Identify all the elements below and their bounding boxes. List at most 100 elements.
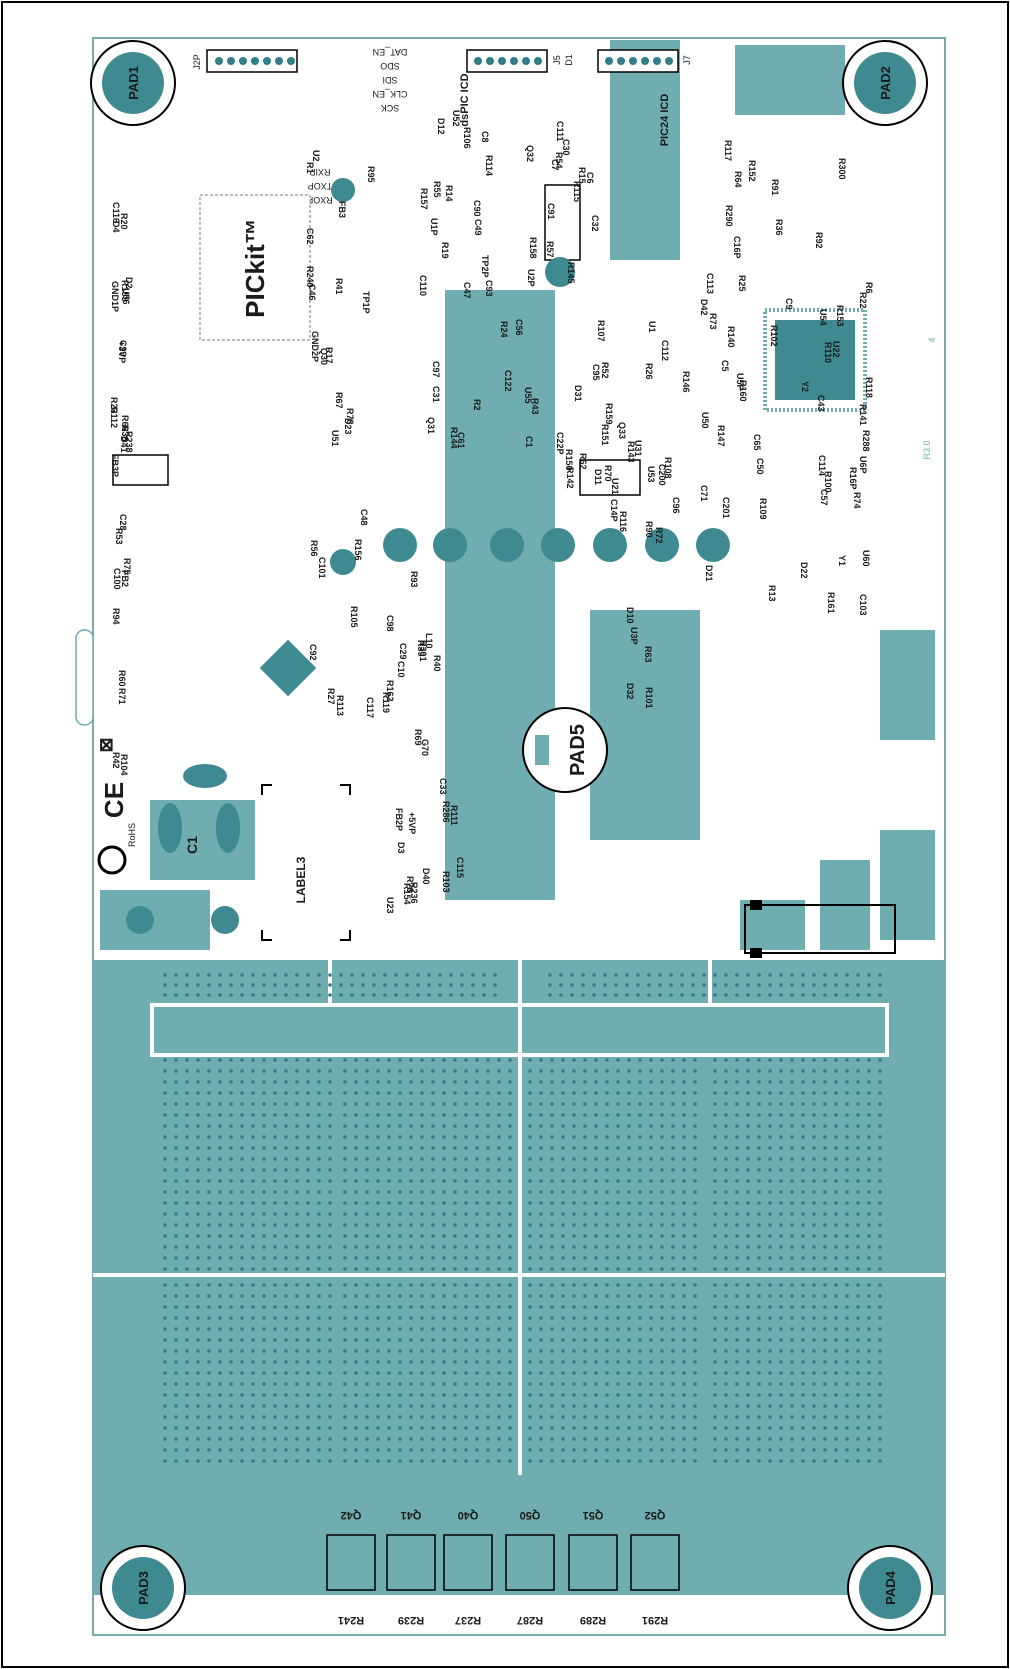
proto-hole: [790, 1426, 794, 1430]
proto-hole: [757, 1283, 761, 1287]
proto-hole: [790, 1316, 794, 1320]
proto-hole: [572, 1179, 576, 1183]
proto-hole: [660, 1338, 664, 1342]
proto-hole: [812, 1179, 816, 1183]
proto-hole: [163, 1113, 167, 1117]
proto-hole: [724, 1459, 728, 1463]
proto-hole: [713, 1069, 717, 1073]
proto-hole: [196, 1349, 200, 1353]
proto-hole: [387, 1448, 391, 1452]
proto-hole: [174, 1234, 178, 1238]
proto-hole: [306, 1102, 310, 1106]
component-designator: R290: [724, 205, 734, 227]
proto-hole: [539, 1316, 543, 1320]
proto-hole: [387, 1382, 391, 1386]
proto-hole: [572, 1091, 576, 1095]
proto-hole: [295, 1404, 299, 1408]
proto-hole: [486, 1223, 490, 1227]
proto-hole: [207, 1267, 211, 1271]
proto-hole: [550, 1459, 554, 1463]
proto-hole: [539, 1190, 543, 1194]
proto-hole: [409, 1327, 413, 1331]
proto-hole: [453, 1201, 457, 1205]
proto-hole: [671, 1459, 675, 1463]
proto-hole: [539, 1327, 543, 1331]
proto-hole: [812, 1135, 816, 1139]
proto-hole: [306, 1283, 310, 1287]
proto-hole: [398, 1426, 402, 1430]
proto-hole: [464, 1091, 468, 1095]
proto-hole: [539, 1294, 543, 1298]
proto-hole: [273, 983, 277, 987]
proto-hole: [343, 1124, 347, 1128]
proto-hole: [398, 1201, 402, 1205]
proto-hole: [834, 1069, 838, 1073]
proto-hole: [594, 1058, 598, 1062]
proto-hole: [779, 1360, 783, 1364]
proto-hole: [724, 1415, 728, 1419]
component-designator: C1: [524, 436, 534, 448]
proto-hole: [475, 1124, 479, 1128]
proto-hole: [398, 1245, 402, 1249]
component-designator: R240: [305, 266, 315, 288]
proto-hole: [583, 1146, 587, 1150]
proto-hole: [735, 1124, 739, 1128]
proto-hole: [482, 973, 486, 977]
proto-hole: [790, 1080, 794, 1084]
component-designator: R23: [109, 397, 119, 414]
proto-hole: [693, 1283, 697, 1287]
proto-hole: [616, 1179, 620, 1183]
proto-hole: [649, 1146, 653, 1150]
weee-icon: ⊠: [96, 737, 116, 752]
proto-hole: [801, 1069, 805, 1073]
proto-hole: [420, 1179, 424, 1183]
proto-hole: [365, 1382, 369, 1386]
proto-hole: [724, 1179, 728, 1183]
proto-hole: [647, 983, 651, 987]
proto-hole: [207, 1069, 211, 1073]
proto-hole: [240, 1294, 244, 1298]
proto-hole: [475, 1459, 479, 1463]
proto-hole: [561, 1393, 565, 1397]
proto-hole: [768, 1305, 772, 1309]
proto-hole: [790, 1283, 794, 1287]
proto-hole: [497, 1393, 501, 1397]
proto-hole: [464, 1327, 468, 1331]
proto-hole: [671, 1437, 675, 1441]
proto-hole: [834, 1168, 838, 1172]
proto-hole: [354, 1404, 358, 1408]
proto-hole: [735, 1283, 739, 1287]
proto-hole: [376, 1256, 380, 1260]
proto-hole: [823, 1294, 827, 1298]
proto-hole: [638, 1349, 642, 1353]
proto-hole: [572, 1305, 576, 1309]
proto-hole: [845, 1102, 849, 1106]
component-designator: R152: [747, 160, 757, 182]
proto-hole: [508, 1157, 512, 1161]
proto-hole: [409, 1223, 413, 1227]
proto-hole: [768, 1058, 772, 1062]
component-designator: D42: [699, 299, 709, 316]
proto-hole: [284, 1179, 288, 1183]
proto-hole: [207, 1283, 211, 1287]
proto-hole: [528, 1091, 532, 1095]
proto-hole: [693, 1349, 697, 1353]
proto-hole: [757, 1360, 761, 1364]
proto-hole: [757, 1382, 761, 1386]
proto-hole: [431, 1415, 435, 1419]
component-designator: C111: [555, 121, 565, 142]
proto-hole: [801, 1371, 805, 1375]
proto-hole: [251, 1294, 255, 1298]
proto-hole: [284, 973, 288, 977]
proto-hole: [218, 1283, 222, 1287]
proto-hole: [790, 1448, 794, 1452]
proto-hole: [660, 1349, 664, 1353]
proto-hole: [453, 1179, 457, 1183]
proto-hole: [812, 1201, 816, 1205]
proto-hole: [845, 1327, 849, 1331]
proto-hole: [867, 1404, 871, 1408]
proto-hole: [486, 1058, 490, 1062]
proto-hole: [746, 1316, 750, 1320]
proto-hole: [603, 983, 607, 987]
